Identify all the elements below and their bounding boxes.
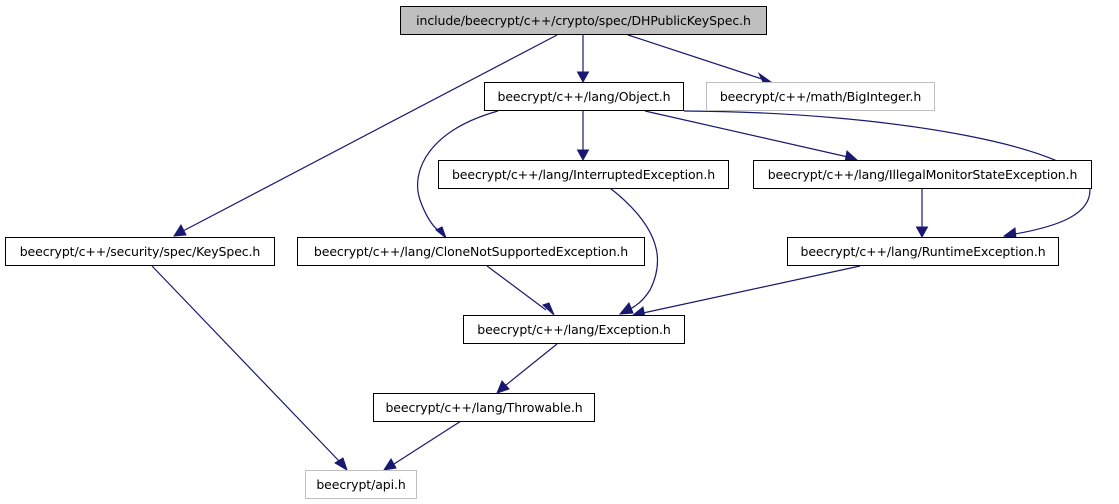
node-dhpublickeyspec[interactable]: include/beecrypt/c++/crypto/spec/DHPubli…: [400, 6, 767, 35]
edge-dhpublickeyspec-to-biginteger: [627, 34, 773, 85]
edge-illegalmonitorstateexception-to-runtimeexception: [915, 188, 929, 239]
node-runtimeexception[interactable]: beecrypt/c++/lang/RuntimeException.h: [787, 237, 1059, 266]
edge-keyspec-to-api: [151, 265, 348, 472]
node-keyspec[interactable]: beecrypt/c++/security/spec/KeySpec.h: [5, 237, 275, 266]
edge-exception-to-throwable: [496, 343, 558, 394]
edge-dhpublickeyspec-to-keyspec: [173, 34, 558, 237]
edge-object-to-illegalmonitorstateexception: [644, 110, 859, 163]
edge-clonenotsupportedexception-to-exception: [486, 265, 555, 316]
edge-dhpublickeyspec-to-object: [576, 35, 590, 84]
node-exception[interactable]: beecrypt/c++/lang/Exception.h: [463, 315, 685, 344]
edge-interruptedexception-to-exception: [609, 187, 659, 315]
edge-object-to-interruptedexception: [576, 111, 590, 162]
edge-object-to-clonenotsupportedexception: [416, 110, 499, 240]
node-interruptedexception[interactable]: beecrypt/c++/lang/InterruptedException.h: [438, 160, 729, 189]
node-throwable[interactable]: beecrypt/c++/lang/Throwable.h: [373, 393, 595, 422]
edge-throwable-to-api: [382, 420, 462, 471]
edge-runtimeexception-to-exception: [630, 265, 861, 319]
node-object[interactable]: beecrypt/c++/lang/Object.h: [484, 82, 684, 111]
node-api[interactable]: beecrypt/api.h: [305, 470, 417, 499]
node-biginteger[interactable]: beecrypt/c++/math/BigInteger.h: [706, 82, 935, 111]
node-illegalmonitorstateexception[interactable]: beecrypt/c++/lang/IllegalMonitorStateExc…: [753, 160, 1092, 189]
node-clonenotsupportedexception[interactable]: beecrypt/c++/lang/CloneNotSupportedExcep…: [297, 237, 645, 266]
